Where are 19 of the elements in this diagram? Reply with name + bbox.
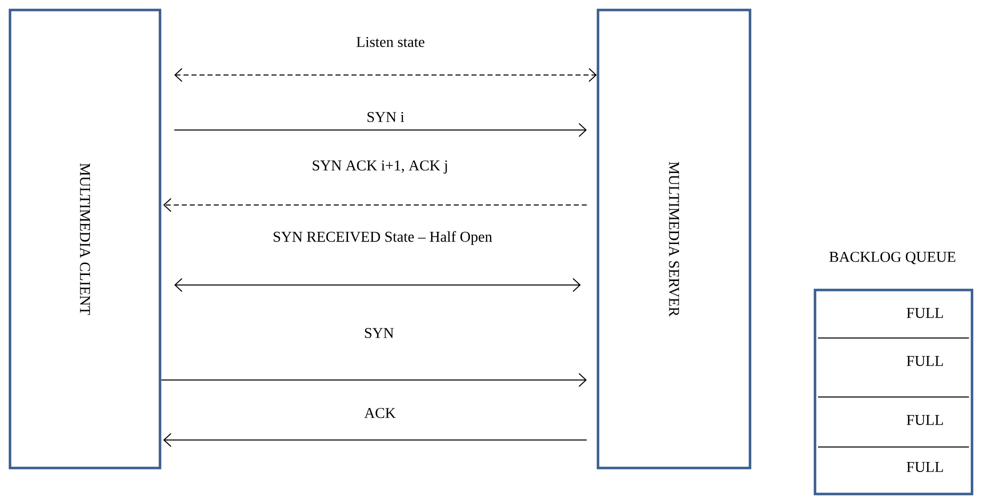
arrow bbox=[174, 278, 581, 292]
queue-heading: BACKLOG QUEUE bbox=[829, 252, 956, 264]
edge-label: Listen state bbox=[355, 36, 426, 48]
edge-label: SYN i bbox=[366, 110, 406, 124]
server-box: MULTIMEDIA SERVER bbox=[596, 8, 752, 470]
arrow bbox=[163, 198, 588, 212]
arrow bbox=[174, 68, 597, 82]
edge-label: ACK bbox=[363, 406, 397, 420]
queue-cell: FULL bbox=[906, 308, 943, 318]
queue-cell: FULL bbox=[906, 462, 943, 472]
edge-label: SYN bbox=[363, 326, 395, 340]
arrow bbox=[174, 123, 587, 137]
client-box: MULTIMEDIA CLIENT bbox=[8, 8, 162, 470]
arrow bbox=[160, 373, 587, 387]
edge-label: SYN ACK i+1, ACK j bbox=[310, 159, 450, 175]
queue-cell: FULL bbox=[906, 356, 943, 366]
arrow bbox=[163, 433, 588, 447]
edge-label: SYN RECEIVED State – Half Open bbox=[272, 230, 494, 246]
queue-cell: FULL bbox=[906, 415, 943, 425]
